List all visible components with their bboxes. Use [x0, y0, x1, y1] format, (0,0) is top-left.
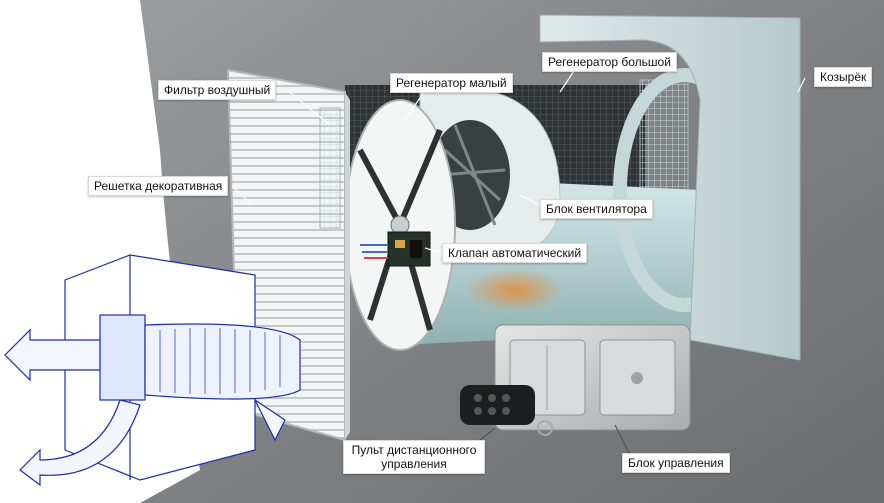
orange-glow: [465, 268, 565, 312]
label-remote-control: Пульт дистанционного управления: [343, 440, 485, 474]
label-fan-block: Блок вентилятора: [540, 199, 653, 219]
label-decorative-grille: Решетка декоративная: [88, 176, 229, 196]
label-automatic-valve: Клапан автоматический: [442, 243, 588, 263]
label-visor: Козырёк: [814, 67, 873, 87]
fan-disk: [344, 99, 456, 351]
remote-control: [460, 385, 553, 436]
label-regenerator-big: Регенератор большой: [542, 52, 677, 72]
label-control-block: Блок управления: [622, 453, 730, 473]
visor: [539, 14, 801, 361]
label-regenerator-small: Регенератор малый: [390, 73, 513, 93]
automatic-valve: [360, 231, 431, 267]
schematic-sketch: [4, 254, 301, 487]
label-air-filter: Фильтр воздушный: [158, 80, 277, 100]
